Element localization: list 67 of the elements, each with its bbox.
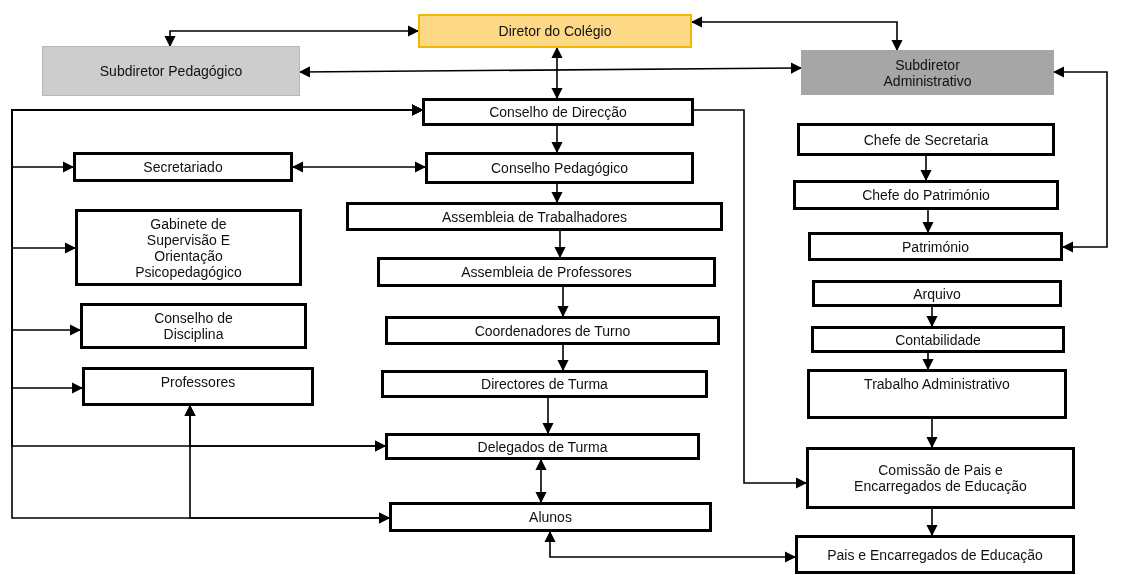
box-label: Pais e Encarregados de Educação bbox=[827, 546, 1043, 563]
arrow bbox=[922, 352, 934, 371]
arrow bbox=[554, 230, 566, 259]
box-label: Comissão de Pais e Encarregados de Educação bbox=[853, 462, 1028, 494]
org-box bbox=[42, 46, 300, 96]
org-box bbox=[80, 303, 307, 349]
box-label: Gabinete de Supervisão E Orientação Psicopedagógico bbox=[134, 215, 243, 280]
org-box bbox=[807, 369, 1067, 419]
org-box bbox=[793, 180, 1059, 210]
org-box bbox=[82, 367, 314, 406]
org-box bbox=[797, 123, 1055, 156]
box-label: Subdiretor Administrativo bbox=[882, 56, 973, 89]
arrow bbox=[926, 418, 938, 449]
box-label: Coordenadores de Turno bbox=[474, 322, 631, 339]
arrow bbox=[291, 161, 427, 173]
arrow bbox=[1052, 66, 1108, 253]
arrow bbox=[551, 125, 563, 154]
org-box bbox=[73, 152, 293, 182]
org-box bbox=[389, 502, 712, 532]
arrow bbox=[557, 286, 569, 318]
arrow bbox=[557, 344, 569, 372]
box-label: Assembleia de Professores bbox=[461, 264, 632, 280]
org-box bbox=[801, 50, 1054, 95]
org-box bbox=[808, 232, 1063, 261]
box-label: Diretor do Colégio bbox=[498, 23, 612, 39]
arrow bbox=[544, 530, 797, 563]
arrow bbox=[926, 306, 938, 328]
org-box bbox=[385, 433, 700, 460]
arrow bbox=[535, 458, 547, 504]
box-label: Contabilidade bbox=[895, 331, 981, 348]
box-label: Património bbox=[902, 238, 969, 255]
box-label: Professores bbox=[160, 374, 236, 390]
box-label: Alunos bbox=[529, 509, 572, 525]
arrow bbox=[922, 209, 934, 234]
org-box bbox=[385, 316, 720, 345]
box-label: Arquivo bbox=[913, 285, 961, 302]
arrow bbox=[298, 62, 803, 78]
arrow bbox=[551, 46, 563, 100]
arrow bbox=[551, 183, 563, 204]
box-label: Chefe do Património bbox=[862, 187, 990, 203]
org-box bbox=[346, 202, 723, 231]
org-box bbox=[806, 447, 1075, 509]
arrow bbox=[542, 397, 554, 435]
box-label: Conselho de Disciplina bbox=[153, 310, 234, 342]
arrow bbox=[926, 508, 938, 537]
arrow bbox=[693, 109, 808, 489]
arrow bbox=[920, 155, 932, 182]
org-box bbox=[381, 370, 708, 398]
box-label: Secretariado bbox=[143, 159, 223, 175]
box-label: Conselho Pedagógico bbox=[491, 160, 628, 176]
org-box bbox=[75, 209, 302, 286]
box-label: Assembleia de Trabalhadores bbox=[441, 208, 628, 225]
box-label: Directores de Turma bbox=[481, 376, 608, 392]
org-box bbox=[795, 535, 1075, 574]
org-box bbox=[425, 152, 694, 184]
box-label: Trabalho Administrativo bbox=[864, 376, 1010, 392]
org-box bbox=[811, 326, 1065, 353]
box-label: Subdiretor Pedagógico bbox=[99, 63, 243, 79]
org-box bbox=[377, 257, 716, 287]
box-label: Delegados de Turma bbox=[477, 438, 608, 455]
box-label: Conselho de Direcção bbox=[489, 104, 627, 120]
arrow bbox=[164, 25, 420, 48]
org-box bbox=[422, 98, 694, 126]
box-label: Chefe de Secretaria bbox=[863, 131, 989, 148]
arrow bbox=[184, 404, 391, 524]
org-box bbox=[812, 280, 1062, 307]
org-box bbox=[418, 14, 692, 48]
